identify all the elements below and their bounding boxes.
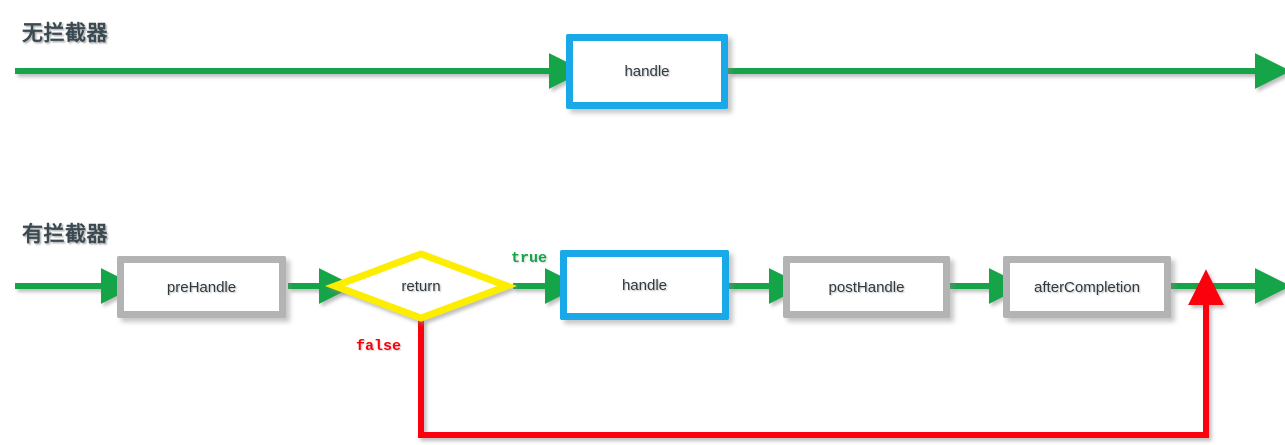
- node-handle-top[interactable]: handle: [566, 34, 728, 109]
- node-aftercompletion-label: afterCompletion: [1034, 278, 1140, 296]
- node-handle-top-label: handle: [624, 63, 670, 80]
- arrow-return-false-feedback: [418, 269, 1224, 438]
- node-aftercompletion[interactable]: afterCompletion: [1003, 256, 1171, 318]
- node-prehandle-label: preHandle: [166, 278, 237, 296]
- decision-shape: [324, 250, 518, 322]
- node-posthandle-label: postHandle: [828, 278, 905, 296]
- edge-label-true: true: [511, 250, 548, 267]
- node-prehandle[interactable]: preHandle: [117, 256, 286, 318]
- edge-label-false: false: [356, 338, 402, 355]
- node-handle-bottom[interactable]: handle: [560, 250, 729, 320]
- section-title-with-interceptor: 有拦截器: [22, 223, 108, 246]
- section-title-no-interceptor: 无拦截器: [22, 22, 108, 45]
- node-posthandle[interactable]: postHandle: [783, 256, 950, 318]
- node-handle-bottom-label: handle: [621, 276, 668, 294]
- node-return-decision[interactable]: return: [324, 250, 518, 322]
